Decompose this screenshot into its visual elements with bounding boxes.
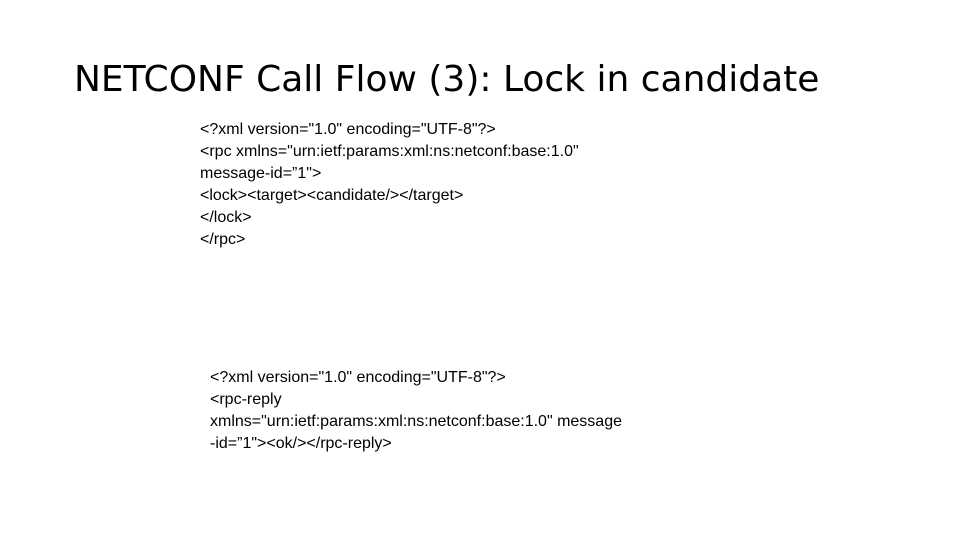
reply-line: xmlns="urn:ietf:params:xml:ns:netconf:ba… [210, 413, 622, 430]
request-line: </lock> [200, 209, 252, 226]
slide-title: NETCONF Call Flow (3): Lock in candidate [74, 59, 820, 100]
reply-line: <?xml version="1.0" encoding="UTF-8"?> [210, 369, 506, 386]
reply-line: <rpc-reply [210, 391, 282, 408]
request-line: </rpc> [200, 231, 246, 248]
request-line: <lock><target><candidate/></target> [200, 187, 464, 204]
request-line: <?xml version="1.0" encoding="UTF-8"?> [200, 121, 496, 138]
rpc-reply-block: <?xml version="1.0" encoding="UTF-8"?> <… [210, 367, 622, 455]
request-line: <rpc xmlns="urn:ietf:params:xml:ns:netco… [200, 143, 579, 160]
rpc-request-block: <?xml version="1.0" encoding="UTF-8"?> <… [200, 119, 579, 251]
request-line: message-id=”1"> [200, 165, 322, 182]
reply-line: -id=”1"><ok/></rpc-reply> [210, 435, 392, 452]
